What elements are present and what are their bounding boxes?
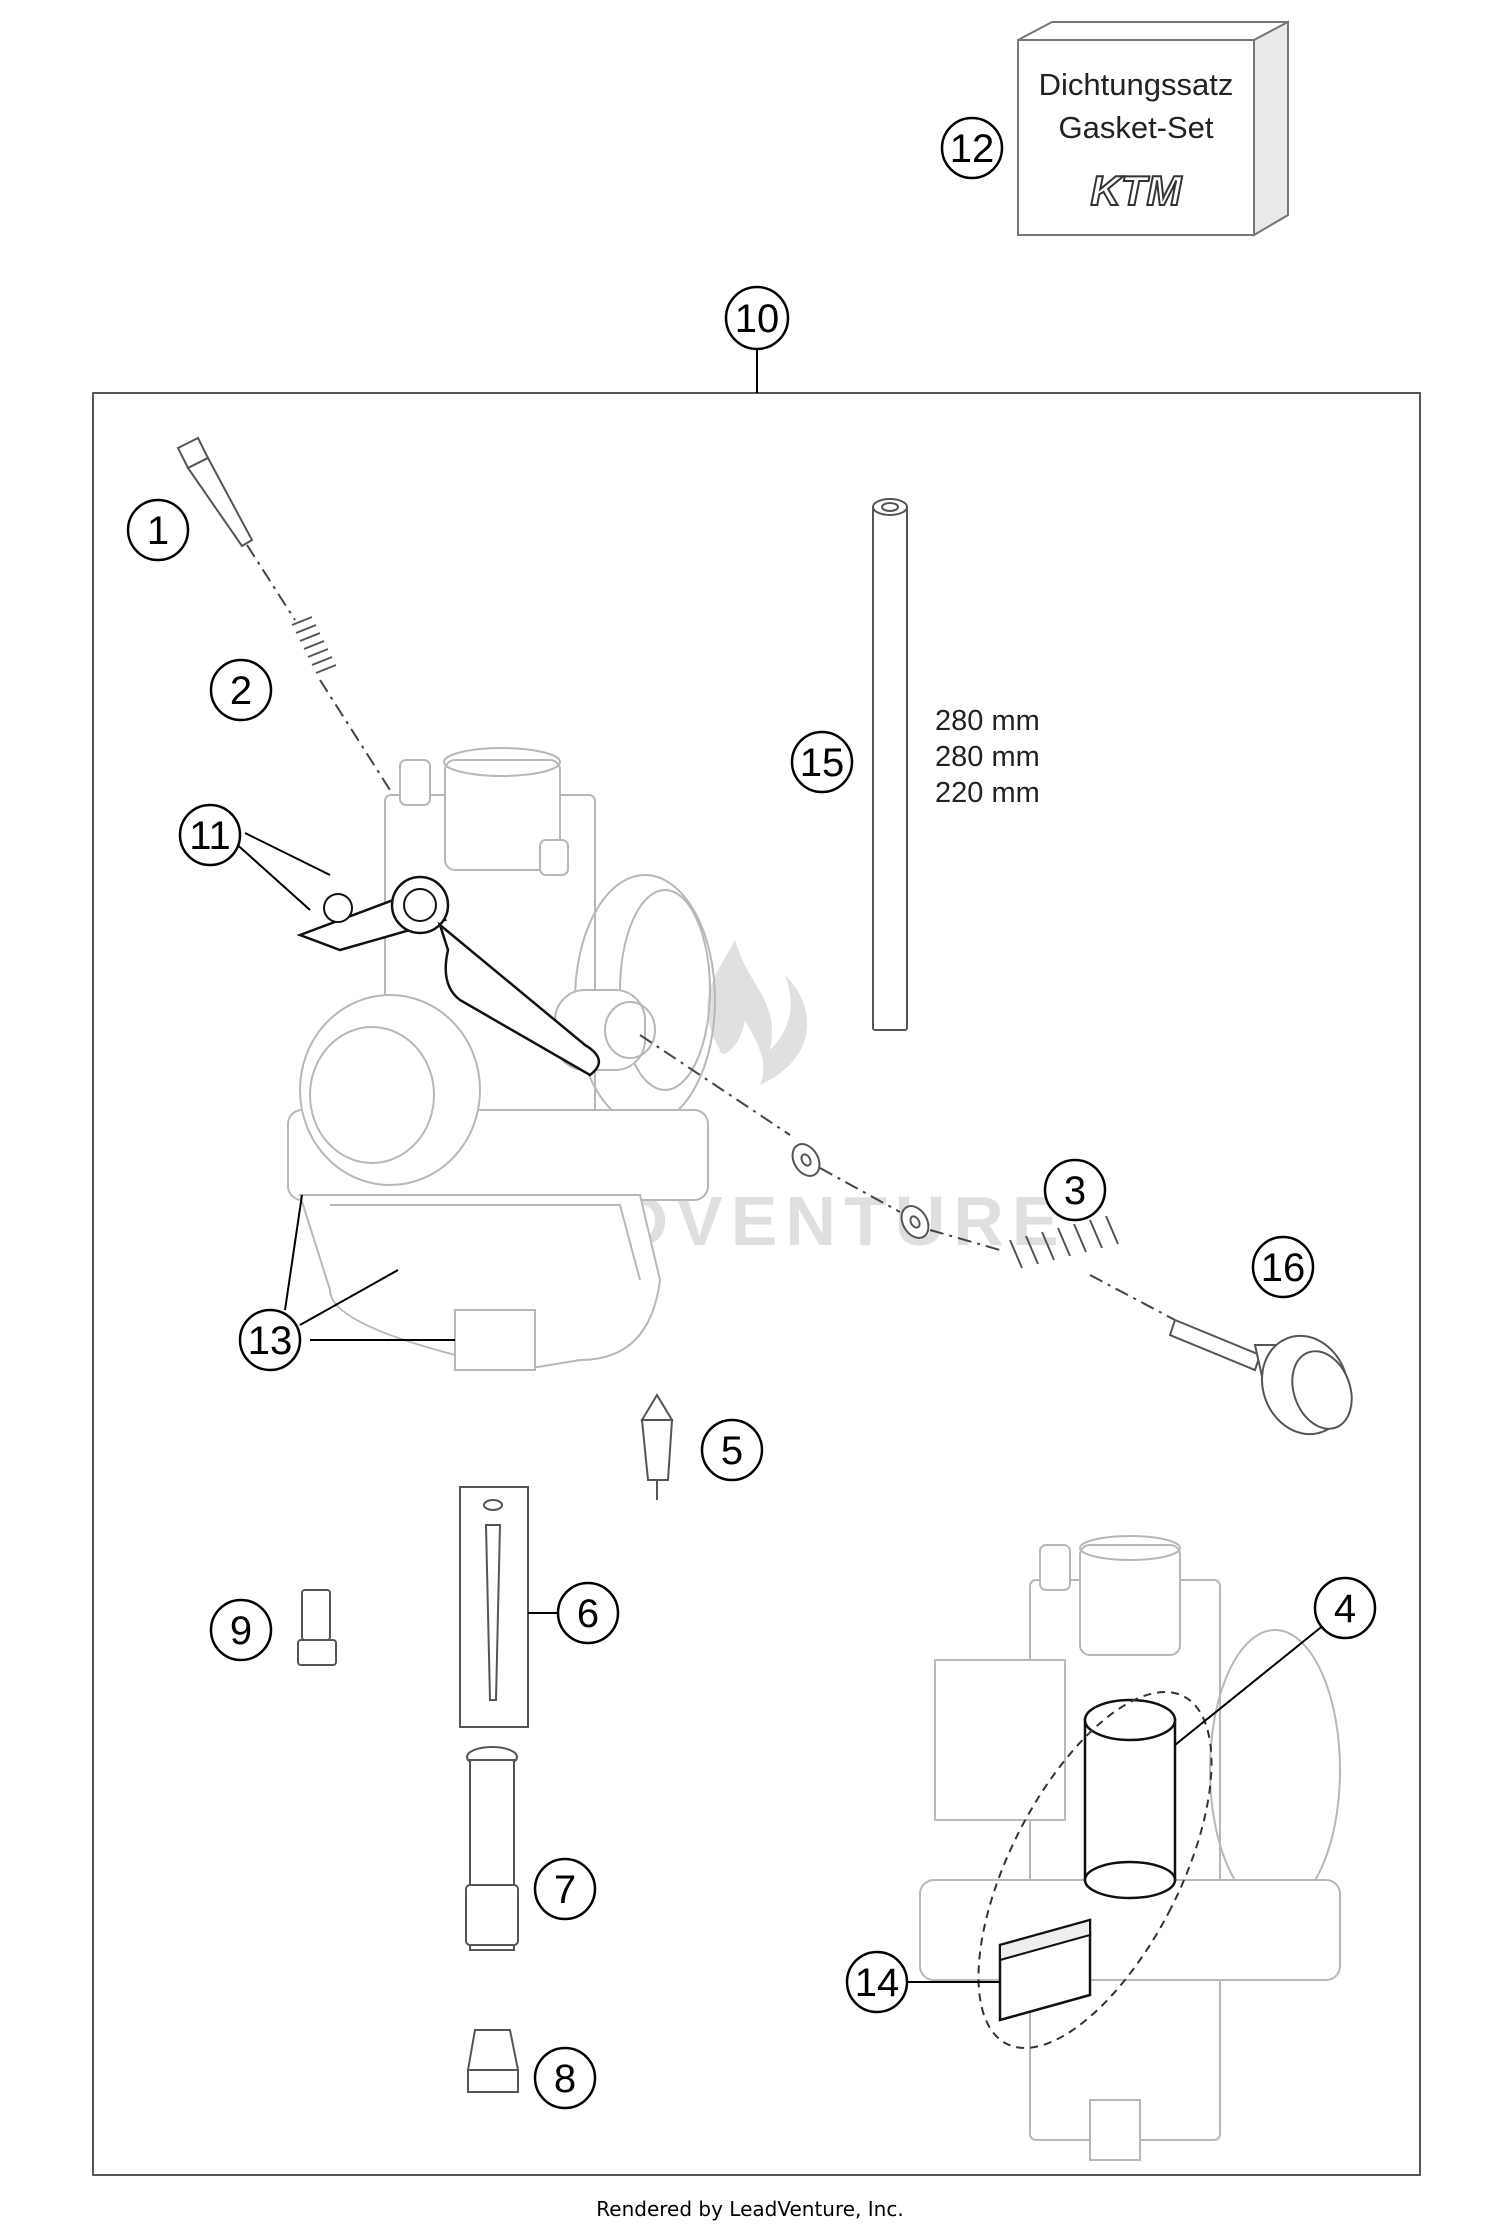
part-1-screw[interactable] (176, 436, 254, 548)
part-14-float-block[interactable] (998, 1918, 1092, 2022)
svg-text:13: 13 (248, 1319, 293, 1363)
part-5-float-needle[interactable] (640, 1393, 674, 1500)
svg-text:14: 14 (855, 1961, 900, 2005)
part-7-needle-jet[interactable] (465, 1746, 519, 1951)
svg-text:6: 6 (577, 1592, 599, 1636)
leader-lines (231, 832, 1331, 1983)
callout-5: 5 (700, 1418, 764, 1482)
svg-text:4: 4 (1334, 1587, 1356, 1631)
part-3-spring[interactable] (1009, 1215, 1119, 1269)
svg-text:16: 16 (1261, 1246, 1306, 1290)
callout-3: 3 (1043, 1158, 1107, 1222)
callout-8: 8 (533, 2046, 597, 2110)
callout-9: 9 (209, 1598, 273, 1662)
callout-6: 6 (556, 1581, 620, 1645)
callout-12: 12 (940, 116, 1004, 180)
washer-a[interactable] (787, 1139, 825, 1180)
callout-10: 10 (724, 285, 790, 351)
svg-text:3: 3 (1064, 1169, 1086, 1213)
carburetor-body (287, 747, 716, 1372)
svg-text:15: 15 (800, 741, 845, 785)
svg-text:5: 5 (721, 1429, 743, 1473)
footer-credit: Rendered by LeadVenture, Inc. (596, 2197, 904, 2221)
part-15-tube[interactable] (872, 498, 908, 1031)
ktm-logo: KTM (1091, 167, 1183, 214)
part-4-float[interactable] (1083, 1698, 1177, 1900)
part-11-choke-lever[interactable] (296, 875, 600, 1077)
gasket-set-box[interactable]: Dichtungssatz Gasket-Set KTM (1017, 20, 1289, 237)
svg-text:12: 12 (950, 127, 995, 171)
washer-b[interactable] (896, 1201, 934, 1242)
callout-16: 16 (1251, 1235, 1315, 1299)
svg-text:2: 2 (230, 669, 252, 713)
float-group-outline (977, 1691, 1213, 2049)
part-16-adjusting-screw[interactable] (1168, 1318, 1362, 1446)
callout-15: 15 (790, 730, 854, 794)
gasket-box-line2: Gasket-Set (1058, 110, 1213, 145)
callout-2: 2 (209, 658, 273, 722)
svg-text:9: 9 (230, 1609, 252, 1653)
svg-text:1: 1 (147, 509, 169, 553)
callout-7: 7 (533, 1857, 597, 1921)
svg-text:11: 11 (189, 814, 231, 858)
callout-4: 4 (1313, 1576, 1377, 1640)
callout-1: 1 (126, 498, 190, 562)
part-6-jet-needle[interactable] (459, 1486, 529, 1728)
svg-text:8: 8 (554, 2057, 576, 2101)
tube-length-2: 280 mm (935, 741, 1040, 773)
callout-13: 13 (238, 1308, 302, 1372)
callout-14: 14 (845, 1950, 909, 2014)
svg-text:7: 7 (554, 1868, 576, 1912)
tube-length-3: 220 mm (935, 777, 1040, 809)
part-2-spring[interactable] (291, 616, 337, 674)
callout-11: 11 (178, 803, 242, 867)
part-9-jet[interactable] (297, 1589, 337, 1666)
tube-length-1: 280 mm (935, 705, 1040, 737)
part-8-nut[interactable] (466, 2029, 520, 2093)
svg-text:10: 10 (735, 297, 780, 341)
gasket-box-line1: Dichtungssatz (1039, 67, 1234, 102)
